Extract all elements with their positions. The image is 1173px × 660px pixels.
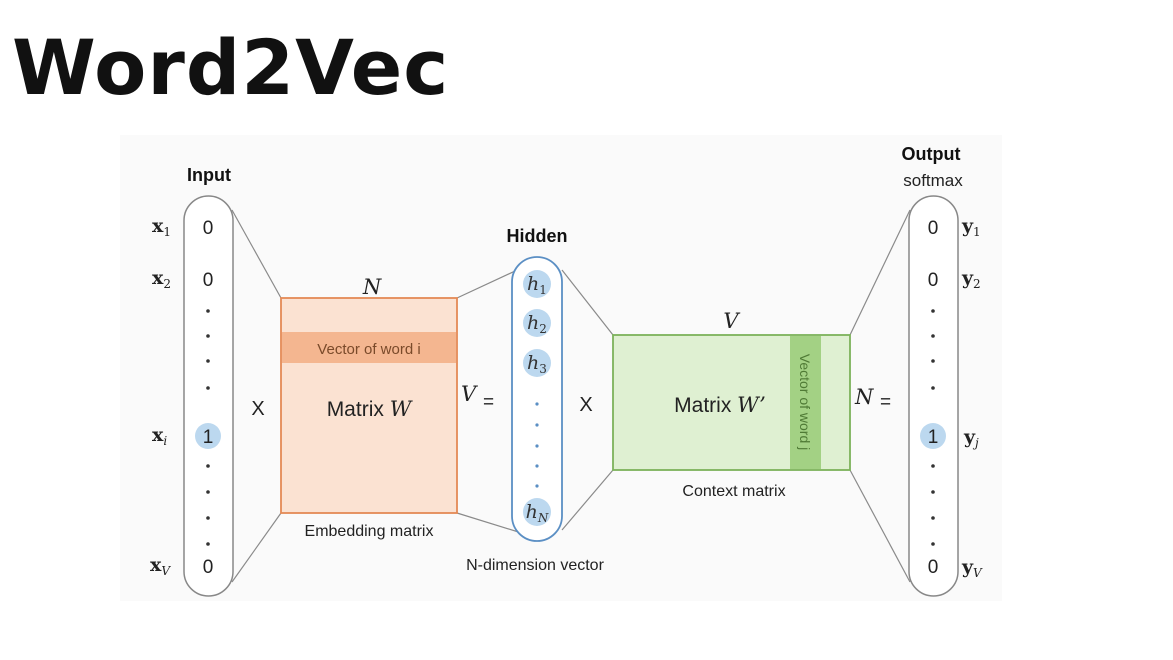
embedding-dim-v: V [461, 382, 478, 406]
output-value-2: 0 [928, 270, 939, 291]
hidden-heading: Hidden [507, 226, 568, 246]
output-subheading: softmax [903, 171, 963, 190]
input-value-2: 0 [203, 270, 214, 291]
hidden-unit-1: h1 [527, 273, 547, 297]
embedding-matrix-label: Matrix W [327, 397, 414, 421]
hidden-unit-var: h [527, 352, 539, 374]
input-label-var: x [150, 554, 162, 576]
input-value-v: 0 [203, 557, 214, 578]
context-dim-v: V [723, 309, 740, 333]
context-matrix-var: W’ [737, 393, 766, 417]
output-label-sub: 1 [973, 225, 981, 239]
embedding-matrix-var: W [390, 397, 414, 421]
svg-text:x2: x2 [152, 267, 171, 291]
hidden-ellipsis-dots [535, 402, 539, 488]
context-column-band [790, 336, 821, 469]
hidden-unit-3: h3 [527, 352, 547, 376]
input-label-sub: 2 [163, 277, 171, 291]
hidden-unit-sub: 3 [539, 362, 547, 376]
output-ellipsis-dots [931, 309, 935, 546]
input-label-var: x [152, 424, 164, 446]
embedding-row-label: Vector of word i [317, 341, 420, 358]
hidden-unit-sub: N [537, 511, 549, 525]
context-caption: Context matrix [682, 483, 785, 500]
input-ellipsis-dots [206, 309, 210, 546]
multiply-operator-2: X [579, 394, 592, 416]
svg-text:yj: yj [963, 426, 979, 450]
context-matrix-label: Matrix W’ [674, 393, 766, 417]
multiply-operator-1: X [251, 398, 264, 420]
context-equals: = [880, 392, 891, 413]
input-heading: Input [187, 165, 231, 185]
svg-text:x1: x1 [152, 215, 171, 239]
hidden-unit-var: h [526, 501, 538, 523]
input-label-sub: V [161, 564, 171, 578]
hidden-unit-var: h [527, 273, 539, 295]
output-value-1: 0 [928, 218, 939, 239]
output-labels: y1 y2 yj yV [961, 215, 983, 580]
svg-text:y1: y1 [961, 215, 981, 239]
context-column-label: Vector of word j [797, 354, 813, 451]
input-vector [183, 195, 234, 597]
svg-text:y2: y2 [961, 267, 981, 291]
hidden-caption: N-dimension vector [466, 557, 605, 574]
slide-title: Word2Vec [12, 23, 450, 112]
output-label-sub: j [972, 436, 979, 450]
output-vector [908, 195, 959, 597]
embedding-equals: = [483, 392, 494, 413]
svg-text:xV: xV [150, 554, 171, 578]
svg-text:xi: xi [152, 424, 167, 448]
embedding-caption: Embedding matrix [305, 523, 434, 540]
input-value-i: 1 [203, 427, 214, 448]
svg-text:yV: yV [961, 556, 983, 580]
hidden-unit-dots [523, 270, 551, 526]
input-label-sub: i [163, 434, 167, 448]
hidden-unit-sub: 2 [539, 322, 547, 336]
input-label-sub: 1 [163, 225, 171, 239]
hidden-unit-var: h [527, 312, 539, 334]
input-label-var: x [152, 215, 164, 237]
input-value-1: 0 [203, 218, 214, 239]
input-active-dot [195, 423, 221, 449]
output-label-var: y [961, 267, 974, 289]
context-matrix-text: Matrix [674, 394, 732, 417]
embedding-row-band [282, 332, 456, 363]
output-label-sub: 2 [973, 277, 981, 291]
hidden-unit-n: hN [526, 501, 549, 525]
output-value-j: 1 [928, 427, 939, 448]
hidden-unit-2: h2 [527, 312, 547, 336]
output-value-v: 0 [928, 557, 939, 578]
output-label-sub: V [973, 566, 983, 580]
hidden-unit-sub: 1 [539, 283, 547, 297]
input-label-var: x [152, 267, 164, 289]
input-labels: x1 x2 xi xV [150, 215, 171, 578]
output-label-var: y [963, 426, 976, 448]
output-active-dot [920, 423, 946, 449]
context-dim-n: N [854, 385, 874, 409]
embedding-dim-n: N [362, 275, 382, 299]
embedding-matrix-text: Matrix [327, 398, 385, 421]
output-label-var: y [961, 215, 974, 237]
output-heading: Output [902, 144, 961, 164]
output-label-var: y [961, 556, 974, 578]
